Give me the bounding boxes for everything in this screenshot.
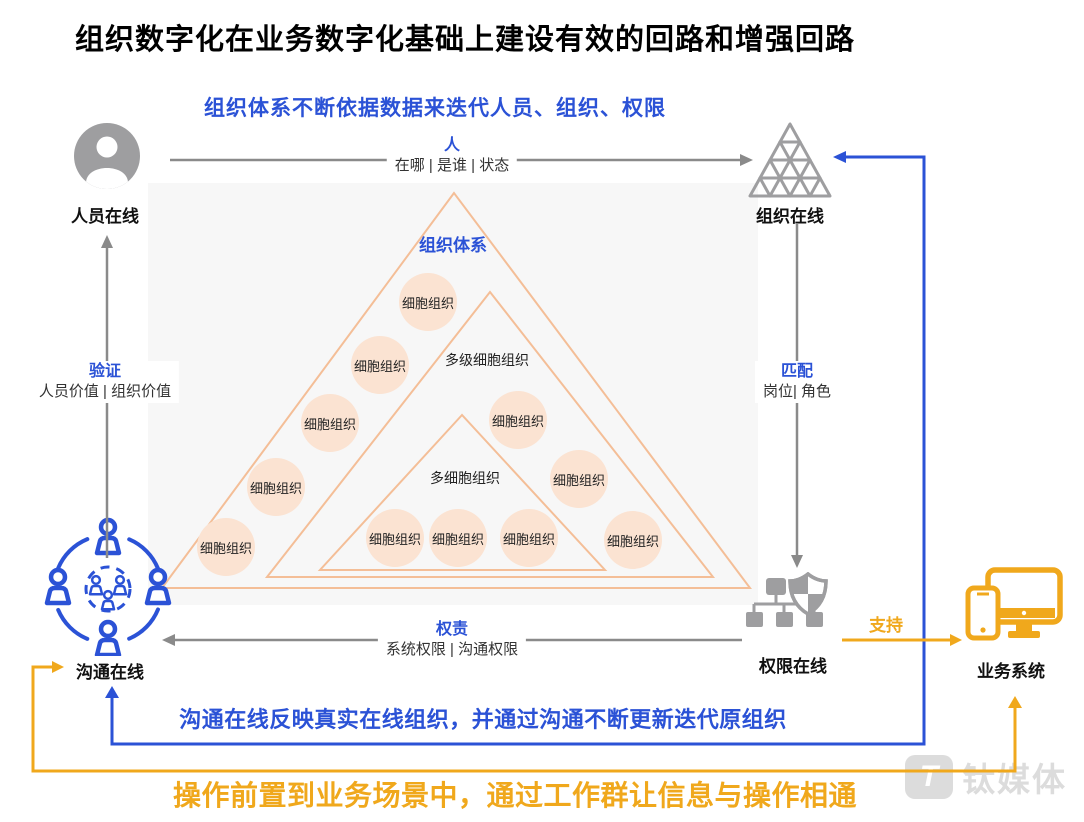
edge-label-left: 验证 人员价值 | 组织价值 — [30, 361, 180, 403]
person-icon — [74, 123, 140, 189]
node-label-person: 人员在线 — [71, 207, 139, 226]
cell-circle: 细胞组织 — [489, 391, 547, 449]
cell-circle: 细胞组织 — [301, 394, 359, 452]
node-label-biz: 业务系统 — [977, 662, 1045, 681]
cell-circle: 细胞组织 — [500, 509, 558, 567]
cell-circle: 细胞组织 — [247, 458, 305, 516]
orange-loop-note: 操作前置到业务场景中，通过工作群让信息与操作相通 — [172, 780, 858, 811]
cell-circle: 细胞组织 — [550, 450, 608, 508]
support-arrow-label: 支持 — [869, 616, 903, 635]
cell-circle: 细胞组织 — [366, 509, 424, 567]
business-devices-icon — [965, 567, 1063, 641]
edge-label-right: 匹配 岗位| 角色 — [754, 361, 840, 403]
cell-circle: 细胞组织 — [399, 273, 457, 331]
edge-right-secondary: 岗位| 角色 — [762, 383, 832, 400]
edge-bottom-primary: 权责 — [435, 621, 469, 638]
communication-group-icon — [38, 516, 178, 656]
cell-circle: 细胞组织 — [429, 509, 487, 567]
multi-level-cell-label: 多级细胞组织 — [445, 352, 529, 368]
edge-top-primary: 人 — [443, 137, 460, 154]
node-label-comm: 沟通在线 — [76, 663, 144, 682]
multi-cell-label: 多细胞组织 — [430, 470, 500, 486]
page-title: 组织数字化在业务数字化基础上建设有效的回路和增强回路 — [75, 24, 856, 56]
watermark-text: 钛媒体 — [962, 761, 1067, 798]
pyramid-panel: 组织体系 多级细胞组织 多细胞组织 细胞组织 细胞组织 细胞组织 细胞组织 细胞… — [148, 183, 758, 605]
watermark-badge-icon: T — [905, 755, 953, 799]
edge-right-primary: 匹配 — [780, 363, 814, 380]
watermark-logo: T 钛媒体 — [905, 753, 1067, 801]
cell-circle: 细胞组织 — [604, 511, 662, 569]
node-label-perm: 权限在线 — [759, 657, 827, 676]
permission-shield-icon — [746, 572, 828, 627]
cell-circle: 细胞组织 — [351, 336, 409, 394]
edge-left-primary: 验证 — [88, 363, 122, 380]
node-label-org: 组织在线 — [756, 207, 824, 226]
org-triangle-icon — [748, 122, 832, 198]
cell-circle: 细胞组织 — [197, 518, 255, 576]
blue-loop-note: 沟通在线反映真实在线组织，并通过沟通不断更新迭代原组织 — [179, 707, 787, 732]
pyramid-title: 组织体系 — [419, 236, 487, 255]
subtitle: 组织体系不断依据数据来迭代人员、组织、权限 — [204, 97, 666, 120]
edge-left-secondary: 人员价值 | 组织价值 — [38, 383, 172, 400]
edge-label-top: 人 在哪 | 是谁 | 状态 — [386, 135, 518, 177]
edge-top-secondary: 在哪 | 是谁 | 状态 — [394, 157, 510, 174]
edge-bottom-secondary: 系统权限 | 沟通权限 — [385, 641, 519, 658]
edge-label-bottom: 权责 系统权限 | 沟通权限 — [377, 619, 527, 661]
